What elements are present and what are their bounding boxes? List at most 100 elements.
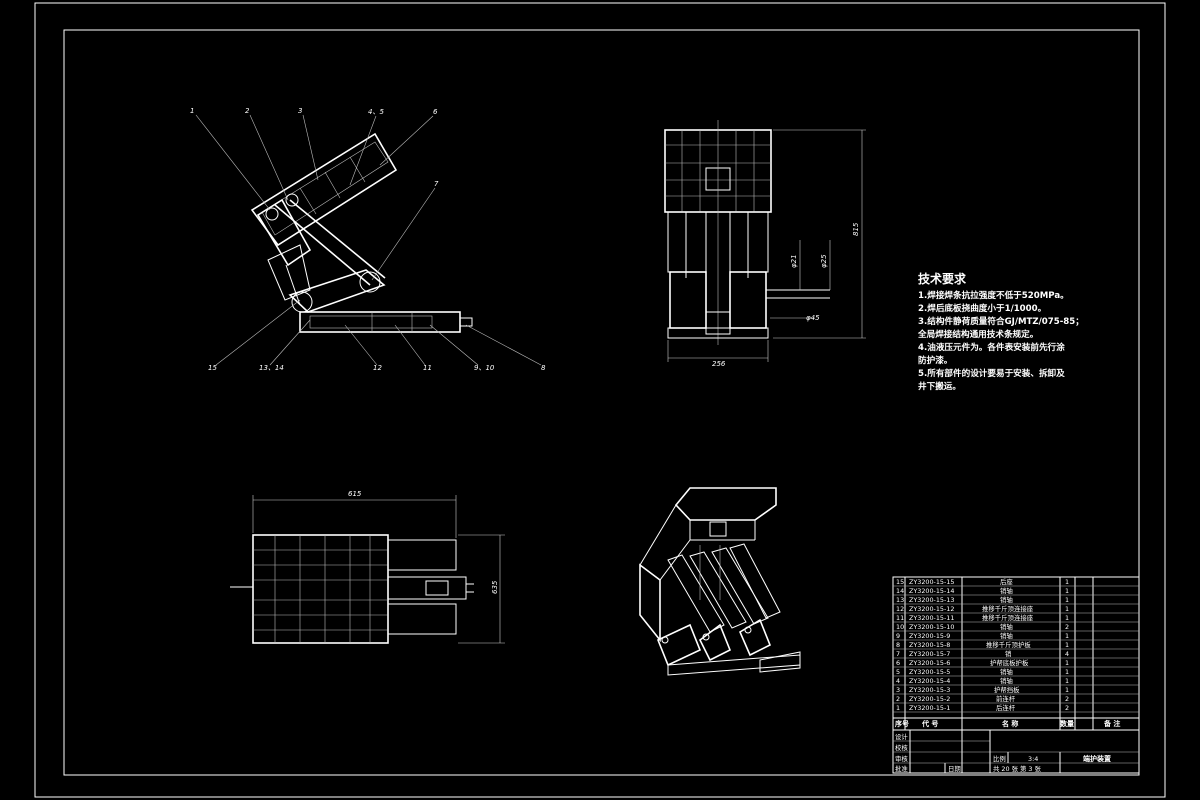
top-dim-height: 635 [491,580,499,594]
bom-row-qty: 1 [1065,686,1069,694]
side-view: 1 2 3 4、5 6 7 8 9、10 11 12 13、14 15 [190,107,546,372]
side-label-9-10: 9、10 [474,364,495,372]
title-drawing-name: 端护装置 [1083,754,1111,763]
bom-row-name: 销轴 [1000,586,1013,595]
bom-row-no: 2 [896,695,900,703]
bom-row-code: ZY3200-15-14 [909,587,954,595]
bom-row-code: ZY3200-15-15 [909,578,954,586]
side-label-2: 2 [245,107,250,115]
side-label-6: 6 [433,108,438,116]
bom-header-name: 名 称 [1002,719,1018,728]
bom-row-qty: 1 [1065,641,1069,649]
front-view: 815 256 φ21 φ25 φ45 [664,120,866,368]
bom-row-qty: 2 [1065,704,1069,712]
front-dim-height: 815 [852,222,860,236]
bom-row-code: ZY3200-15-8 [909,641,950,649]
bom-row-no: 4 [896,677,900,685]
title-role-approve: 批准 [895,764,908,773]
bom-row-code: ZY3200-15-2 [909,695,950,703]
title-scale-label: 比例 [993,754,1006,763]
bom-row-qty: 1 [1065,587,1069,595]
side-label-13-14: 13、14 [259,364,284,372]
bom-row-code: ZY3200-15-13 [909,596,954,604]
tech-req-line-6: 防护漆。 [918,354,952,366]
title-role-design: 设计 [895,732,908,741]
bom-row-no: 13 [896,596,904,604]
tech-req-title: 技术要求 [918,271,967,286]
side-label-11: 11 [423,364,432,372]
bom-row-no: 15 [896,578,904,586]
bom-row-name: 销轴 [1000,595,1013,604]
front-dim-d2: φ25 [820,254,828,268]
bom-row-no: 6 [896,659,900,667]
bom-row-no: 5 [896,668,900,676]
bom-row-no: 10 [896,623,904,631]
side-label-3: 3 [298,107,302,115]
sheet-inner-border [63,29,1140,776]
bom-row-name: 后连杆 [996,703,1016,712]
title-scale-value: 3:4 [1028,755,1038,763]
bom-row-name: 推移千斤顶护板 [986,640,1031,649]
bom-row-name: 销轴 [1000,631,1013,640]
title-role-check: 校核 [895,743,908,752]
bom-header-qty: 数量 [1060,719,1074,728]
bom-table: 15 ZY3200-15-15 后座 1 14 ZY3200-15-14 销轴 … [892,576,1140,731]
bom-row-qty: 2 [1065,695,1069,703]
bom-row-code: ZY3200-15-12 [909,605,954,613]
bom-row-code: ZY3200-15-4 [909,677,950,685]
bom-row-no: 12 [896,605,904,613]
tech-req-line-3: 3.结构件静荷质量符合GJ/MTZ/075-85； [918,315,1084,327]
bom-row-name: 销轴 [1000,676,1013,685]
bom-row-code: ZY3200-15-5 [909,668,950,676]
bom-row-name: 推移千斤顶连接座 [982,604,1034,613]
bom-row-qty: 1 [1065,605,1069,613]
bom-row-name: 护帮挡板 [994,685,1020,694]
bom-row-code: ZY3200-15-6 [909,659,950,667]
bom-row-name: 后座 [1000,577,1013,586]
bom-row-name: 护帮底板护板 [990,658,1029,667]
bom-row-name: 销 [1005,649,1012,658]
tech-req-line-7: 5.所有部件的设计要易于安装、拆卸及 [918,367,1065,379]
bom-row-qty: 1 [1065,614,1069,622]
title-date-label: 日期 [948,765,961,773]
title-sheet-info: 共 20 张 第 3 张 [993,764,1042,773]
bom-row-code: ZY3200-15-1 [909,704,950,712]
side-label-4-5: 4、5 [368,108,384,116]
bom-row-qty: 1 [1065,632,1069,640]
bom-row-qty: 1 [1065,659,1069,667]
isometric-view [639,487,801,676]
tech-req-line-1: 1.焊接焊条抗拉强度不低于520MPa。 [918,289,1069,301]
bom-row-name: 推移千斤顶连接座 [982,613,1034,622]
bom-row-code: ZY3200-15-11 [909,614,954,622]
title-role-review: 审核 [895,754,908,763]
tech-req-line-5: 4.油液压元件为。各件表安装前先行涂 [918,341,1065,353]
bom-row-no: 11 [896,614,904,622]
bom-row-no: 3 [896,686,900,694]
sheet-outer-border [34,2,1166,798]
bom-row-code: ZY3200-15-10 [909,623,954,631]
bom-row-code: ZY3200-15-3 [909,686,950,694]
bom-header-note: 备 注 [1103,719,1120,728]
bom-header-no: 序号 [894,719,909,728]
bom-row-qty: 1 [1065,596,1069,604]
tech-req-line-2: 2.焊后底板挠曲度小于1/1000。 [918,302,1046,314]
bom-row-qty: 4 [1065,650,1069,658]
bom-row-name: 销轴 [1000,667,1013,676]
front-dim-width: 256 [712,360,726,368]
bom-row-no: 8 [896,641,900,649]
side-label-8: 8 [541,364,546,372]
side-label-7: 7 [434,180,439,188]
side-label-12: 12 [373,364,382,372]
bom-header-code: 代 号 [921,719,938,728]
top-view: 615 635 [230,490,505,644]
bom-row-code: ZY3200-15-9 [909,632,950,640]
front-dim-d1: φ21 [790,254,798,268]
bom-row-no: 1 [896,704,900,712]
bom-row-no: 7 [896,650,900,658]
bom-row-qty: 1 [1065,677,1069,685]
technical-requirements: 技术要求 1.焊接焊条抗拉强度不低于520MPa。 2.焊后底板挠曲度小于1/1… [917,271,1084,392]
side-label-1: 1 [190,107,194,115]
top-dim-length: 615 [348,490,362,498]
title-block: 设计 校核 审核 批准 日期 比例 3:4 共 20 张 第 3 张 端护装置 [892,729,1140,774]
